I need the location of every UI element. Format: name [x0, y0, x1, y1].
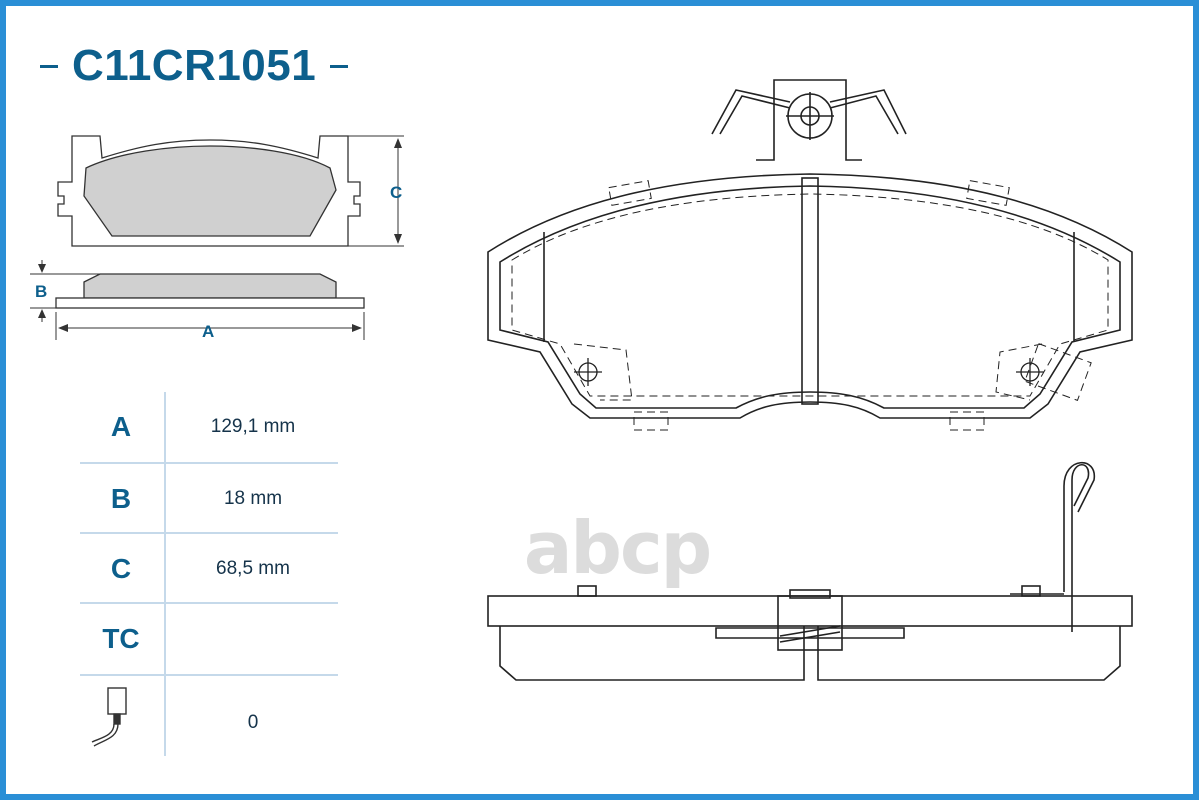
wear-sensor-icon-graphic: [91, 687, 127, 747]
spec-row-tc: TC: [80, 604, 340, 674]
mounting-hole-right: [1016, 358, 1044, 386]
watermark: abcp: [523, 506, 712, 590]
spec-row-a: A 129,1 mm: [80, 392, 340, 462]
spec-separator: [80, 674, 338, 676]
product-code: C11CR1051: [72, 41, 317, 90]
spec-row-c: C 68,5 mm: [80, 534, 340, 604]
spec-value: 68,5 mm: [216, 558, 290, 579]
friction-material-side: [83, 273, 337, 299]
spec-row-b: B 18 mm: [80, 464, 340, 534]
spec-value: [166, 604, 340, 674]
spec-separator: [80, 602, 338, 604]
spec-row-wear-sensor: 0: [80, 688, 340, 758]
spec-separator: [80, 532, 338, 534]
dim-label-c: C: [390, 183, 402, 202]
spec-key: B: [110, 483, 132, 514]
pad-front-view: [487, 79, 1133, 419]
spec-value: 18 mm: [223, 488, 283, 509]
pad-side-view: [487, 461, 1133, 681]
dim-label-b: B: [35, 282, 47, 301]
dim-label-a: A: [202, 322, 214, 341]
spec-key: TC: [102, 623, 140, 654]
title-dash-left: [40, 64, 58, 68]
wear-sensor-icon: [80, 688, 162, 758]
mounting-hole-left: [574, 358, 602, 386]
product-title: C11CR1051: [40, 38, 349, 94]
friction-material-top: [83, 145, 337, 237]
spec-value: 129,1 mm: [210, 416, 296, 437]
spec-separator: [80, 462, 338, 464]
title-dash-right: [330, 64, 349, 68]
spec-value: 0: [247, 712, 259, 733]
product-sheet: [6, 6, 1193, 794]
spec-key: A: [110, 411, 132, 442]
spec-key: C: [110, 553, 132, 584]
spec-table-divider: [164, 392, 166, 756]
